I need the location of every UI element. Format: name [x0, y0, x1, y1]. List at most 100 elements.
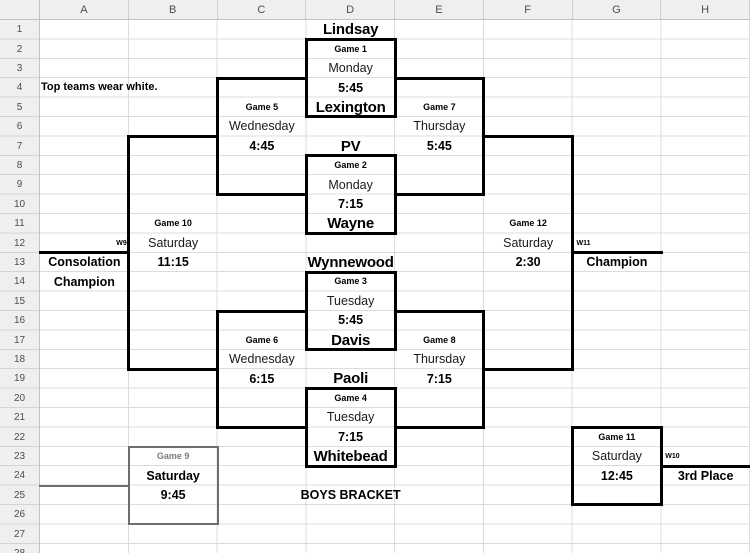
cell-G23[interactable]: Saturday: [591, 449, 642, 464]
cell-D16[interactable]: 5:45: [338, 313, 364, 328]
cell-A4[interactable]: Top teams wear white.: [41, 81, 158, 94]
cell-E17[interactable]: Game 8: [423, 334, 456, 345]
cell-D1[interactable]: Lindsay: [322, 21, 379, 39]
row-header-24[interactable]: 24: [13, 470, 26, 482]
cell-B11[interactable]: Game 10: [154, 218, 192, 229]
row-header-4[interactable]: 4: [16, 82, 23, 94]
cell-E7[interactable]: 5:45: [426, 138, 452, 153]
column-header-H[interactable]: H: [661, 0, 750, 19]
column-header-D[interactable]: D: [306, 0, 395, 19]
cell-C5[interactable]: Game 5: [245, 101, 279, 112]
cell-D3[interactable]: Monday: [328, 61, 373, 76]
cell-H24[interactable]: 3rd Place: [677, 468, 734, 483]
cell-B13[interactable]: 11:15: [157, 255, 189, 270]
row-header-16[interactable]: 16: [13, 315, 26, 327]
column-header-A[interactable]: A: [40, 0, 129, 19]
row-header-19[interactable]: 19: [13, 373, 26, 385]
cell-B25[interactable]: 9:45: [160, 488, 186, 503]
row-header-12[interactable]: 12: [13, 237, 26, 249]
cell-E19[interactable]: 7:15: [426, 371, 452, 386]
row-header-22[interactable]: 22: [13, 431, 26, 443]
cell-A13[interactable]: Consolation: [48, 255, 121, 270]
row-header-7[interactable]: 7: [16, 140, 23, 152]
row-header-25[interactable]: 25: [13, 489, 26, 501]
row-header-3[interactable]: 3: [16, 62, 23, 74]
cell-D23[interactable]: Whitebead: [313, 447, 388, 465]
column-header-B[interactable]: B: [129, 0, 218, 19]
cell-D5[interactable]: Lexington: [315, 98, 386, 116]
cell-D17[interactable]: Davis: [331, 331, 371, 349]
row-header-26[interactable]: 26: [13, 509, 26, 521]
row-header-8[interactable]: 8: [16, 159, 23, 171]
cell-D19[interactable]: Paoli: [333, 370, 369, 388]
bracket-line-game7-top: [393, 76, 486, 80]
cell-F13[interactable]: 2:30: [515, 255, 541, 270]
cell-H23[interactable]: W10: [665, 452, 680, 460]
bracket-vline-game6: [216, 309, 219, 429]
row-header-13[interactable]: 13: [13, 256, 26, 268]
column-header-F[interactable]: F: [484, 0, 573, 19]
cell-G13[interactable]: Champion: [586, 255, 648, 270]
row-header-18[interactable]: 18: [13, 353, 26, 365]
cell-A14[interactable]: Champion: [53, 274, 115, 289]
cell-F11[interactable]: Game 12: [509, 218, 547, 229]
bracket-vline-game7: [482, 76, 486, 197]
cell-D2[interactable]: Game 1: [334, 43, 367, 54]
cell-B23[interactable]: Game 9: [156, 450, 190, 461]
bracket-line-game7-bottom: [393, 193, 486, 197]
row-header-17[interactable]: 17: [13, 334, 26, 346]
cell-C18[interactable]: Wednesday: [228, 352, 295, 367]
cell-D22[interactable]: 7:15: [338, 429, 364, 444]
cell-E6[interactable]: Thursday: [413, 119, 466, 134]
cell-D10[interactable]: 7:15: [338, 197, 364, 212]
row-header-9[interactable]: 9: [16, 179, 23, 191]
cell-D20[interactable]: Game 4: [334, 392, 367, 403]
row-header-10[interactable]: 10: [13, 198, 26, 210]
row-header-23[interactable]: 23: [13, 450, 26, 462]
cell-B24[interactable]: Saturday: [146, 468, 200, 483]
cell-A12[interactable]: W9: [116, 239, 127, 247]
row-header-28[interactable]: 28: [0, 544, 39, 553]
row-header-27[interactable]: 27: [13, 528, 26, 540]
row-header-11[interactable]: 11: [14, 218, 25, 230]
cell-D25[interactable]: BOYS BRACKET: [300, 488, 401, 503]
cell-G22[interactable]: Game 11: [598, 431, 636, 442]
cell-C6[interactable]: Wednesday: [228, 119, 295, 134]
cell-C7[interactable]: 4:45: [249, 138, 275, 153]
cell-D21[interactable]: Tuesday: [326, 410, 375, 425]
cell-C19[interactable]: 6:15: [249, 371, 275, 386]
cell-D11[interactable]: Wayne: [327, 215, 375, 233]
row-header-14[interactable]: 14: [13, 276, 26, 288]
bracket-line-game8-top: [393, 309, 486, 313]
cell-D7[interactable]: PV: [340, 137, 361, 155]
cell-B12[interactable]: Saturday: [148, 235, 199, 250]
cell-D9[interactable]: Monday: [328, 177, 373, 192]
row-header-6[interactable]: 6: [16, 121, 23, 133]
cell-D13[interactable]: Wynnewood: [307, 253, 394, 271]
bracket-vline-game8: [482, 309, 486, 429]
cell-E5[interactable]: Game 7: [423, 101, 456, 112]
cell-D14[interactable]: Game 3: [334, 276, 367, 287]
column-header-E[interactable]: E: [395, 0, 484, 19]
row-header-20[interactable]: 20: [13, 392, 26, 404]
cell-E18[interactable]: Thursday: [413, 352, 466, 367]
row-header-5[interactable]: 5: [16, 101, 23, 113]
row-header-1[interactable]: 1: [16, 24, 23, 36]
cell-D8[interactable]: Game 2: [334, 159, 367, 170]
cell-F12[interactable]: Saturday: [503, 235, 554, 250]
cell-G12[interactable]: W11: [576, 239, 591, 247]
cell-G24[interactable]: 12:45: [600, 468, 633, 483]
cell-D4[interactable]: 5:45: [338, 80, 364, 95]
column-header-C[interactable]: C: [218, 0, 307, 19]
cell-C17[interactable]: Game 6: [245, 334, 279, 345]
bracket-line-game5-top: [216, 76, 308, 80]
cell-D15[interactable]: Tuesday: [326, 294, 375, 309]
row-header-2[interactable]: 2: [16, 43, 23, 55]
bracket-line-game10-top: [127, 134, 219, 138]
select-all-corner[interactable]: [0, 0, 40, 20]
column-header-G[interactable]: G: [573, 0, 662, 19]
row-header-15[interactable]: 15: [13, 295, 26, 307]
bracket-line-consolation-champion: [38, 251, 131, 255]
row-header-21[interactable]: 21: [13, 412, 26, 424]
